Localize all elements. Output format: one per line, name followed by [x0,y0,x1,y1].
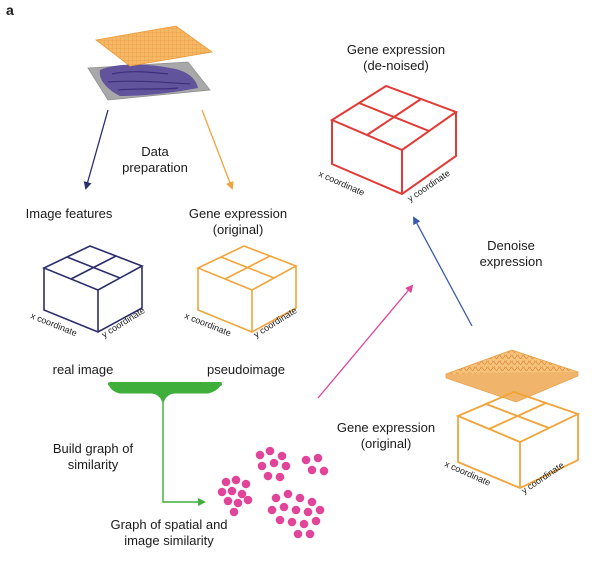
gene-expression-original-right-cube [455,391,581,489]
build-graph-label: Build graph of similarity [38,441,148,473]
denoise-line-1: Denoise [487,238,535,253]
denoise-line-2: expression [479,254,543,269]
real-image-label: real image [52,362,114,377]
gene-expression-original-right-line-2: (original) [360,436,412,451]
data-preparation-label: Data preparation [115,144,195,176]
gene-expression-original-line-1: Gene expression [188,206,288,221]
gene-expression-denoised-line-2: (de-noised) [363,58,429,73]
image-features-label: Image features [25,206,113,221]
build-graph-line-2: similarity [67,457,119,472]
gene-expression-original-cube [196,245,298,333]
arrow-to-image-features [83,109,109,190]
gene-expression-denoised-cube [329,84,459,196]
gene-expression-original-right-label: Gene expression (original) [326,420,446,452]
data-preparation-line-2: preparation [122,160,188,175]
gene-expression-original-right-line-1: Gene expression [336,420,436,435]
gene-expression-original-label: Gene expression (original) [178,206,298,238]
axis-label-y-middle: y coordinate [252,305,299,339]
axis-label-y-left: y coordinate [100,305,147,339]
pseudoimage-label: pseudoimage [206,362,286,377]
gene-expression-original-line-2: (original) [212,222,264,237]
graph-result-line-2: image similarity [124,533,214,548]
gene-expression-denoised-line-1: Gene expression [346,42,446,57]
axis-label-x-denoised: x coordinate [317,169,366,198]
arrow-graph-to-denoised [317,284,414,399]
image-features-cube [42,245,144,333]
build-graph-line-1: Build graph of [52,441,134,456]
graph-result-label: Graph of spatial and image similarity [104,517,234,549]
denoise-expression-label: Denoise expression [466,238,556,270]
arrow-build-graph [162,402,206,506]
combine-bracket [108,382,222,404]
graph-result-line-1: Graph of spatial and [110,517,228,532]
data-preparation-line-1: Data [141,144,169,159]
axis-label-y-right: y coordinate [520,460,566,496]
arrow-to-gene-expression [201,109,234,190]
gene-grid-layer [95,25,214,67]
tissue-slide-stack [87,25,214,101]
arrow-denoise [413,216,473,327]
similarity-graph-dots [217,446,329,539]
gene-expression-denoised-label: Gene expression (de-noised) [336,42,456,74]
panel-letter: a [6,2,14,18]
